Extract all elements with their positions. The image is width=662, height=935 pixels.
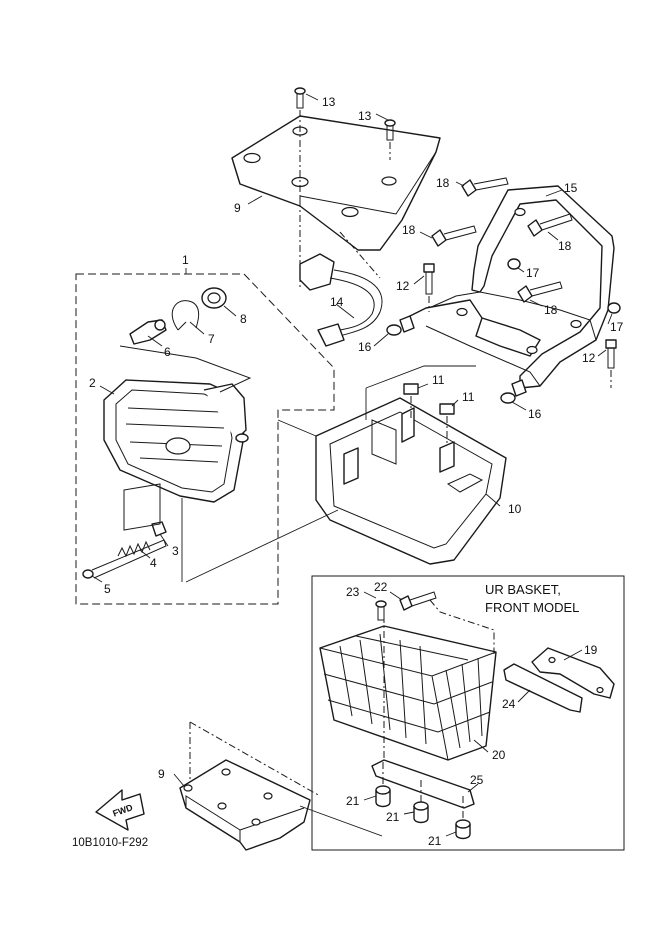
drawing-code: 10B1010-F292 bbox=[72, 837, 148, 849]
wire-basket bbox=[319, 625, 497, 761]
callout-3: 3 bbox=[172, 544, 179, 558]
callout-20: 20 bbox=[492, 748, 506, 762]
callout-11-right: 11 bbox=[462, 390, 475, 404]
callout-13-right: 13 bbox=[358, 109, 372, 123]
bulb-socket bbox=[201, 287, 227, 309]
clip-11-left bbox=[403, 383, 419, 395]
headlight-assembly-box bbox=[75, 273, 335, 605]
callout-leaders bbox=[91, 93, 613, 837]
callout-7: 7 bbox=[208, 332, 215, 346]
callout-14: 14 bbox=[330, 295, 344, 309]
callout-23: 23 bbox=[346, 585, 360, 599]
damper-21-a bbox=[375, 785, 391, 808]
basket-inset-box bbox=[311, 575, 625, 851]
callout-2: 2 bbox=[89, 376, 96, 390]
callout-17-lower: 17 bbox=[610, 320, 624, 334]
bulb bbox=[129, 319, 167, 345]
carrier-bracket bbox=[399, 185, 615, 397]
callout-18-right: 18 bbox=[558, 239, 572, 253]
callout-18-lower: 18 bbox=[544, 303, 558, 317]
callout-numbers: 1 2 3 4 5 6 7 8 9 10 11 11 12 12 13 13 1… bbox=[89, 95, 624, 848]
callout-13-left: 13 bbox=[322, 95, 336, 109]
bracket-19 bbox=[531, 647, 615, 699]
callout-12-right: 12 bbox=[582, 351, 596, 365]
callout-1: 1 bbox=[182, 253, 189, 267]
inset-title-line-2: FRONT MODEL bbox=[485, 600, 579, 615]
bolt-18-mid bbox=[431, 225, 477, 247]
bracket-24 bbox=[503, 663, 583, 713]
callout-4: 4 bbox=[150, 556, 157, 570]
fwd-arrow-icon: FWD bbox=[95, 789, 145, 831]
damper-21-c bbox=[455, 819, 471, 840]
clip-11-right bbox=[439, 403, 455, 415]
callout-21-c: 21 bbox=[428, 834, 442, 848]
headlight-housing-box bbox=[315, 397, 507, 565]
nut-17-upper bbox=[507, 258, 521, 270]
spring-clip bbox=[171, 300, 200, 331]
adjuster-spring bbox=[117, 540, 151, 558]
bolt-12-right bbox=[605, 339, 617, 369]
bolt-18-right bbox=[527, 213, 573, 237]
callout-24: 24 bbox=[502, 697, 516, 711]
plate-25 bbox=[371, 759, 475, 809]
screw-22 bbox=[399, 591, 437, 611]
screw-13-right bbox=[384, 119, 396, 141]
callout-25: 25 bbox=[470, 773, 484, 787]
callout-22: 22 bbox=[374, 580, 388, 594]
adjuster-nut bbox=[151, 521, 167, 537]
callout-9-lower: 9 bbox=[158, 767, 165, 781]
callout-16-left: 16 bbox=[358, 340, 372, 354]
inset-title-line-1: UR BASKET, bbox=[485, 582, 561, 597]
screw-13-left bbox=[294, 87, 306, 109]
callout-8: 8 bbox=[240, 312, 247, 326]
callout-21-a: 21 bbox=[346, 794, 360, 808]
callout-19: 19 bbox=[584, 643, 598, 657]
callout-17-upper: 17 bbox=[526, 266, 540, 280]
damper-21-b bbox=[413, 801, 429, 824]
callout-5: 5 bbox=[104, 582, 111, 596]
headlight-unit bbox=[103, 379, 249, 503]
lower-cover bbox=[179, 759, 311, 851]
wire-harness bbox=[299, 253, 383, 347]
bolt-18-top bbox=[461, 177, 509, 197]
bolt-12-left bbox=[423, 263, 435, 295]
callout-12-left: 12 bbox=[396, 279, 410, 293]
callout-21-b: 21 bbox=[386, 810, 400, 824]
callout-11-left: 11 bbox=[432, 373, 445, 387]
nut-17-lower bbox=[607, 302, 621, 314]
cap-16-left bbox=[386, 324, 402, 336]
callout-18-mid: 18 bbox=[402, 223, 416, 237]
screw-23 bbox=[375, 600, 387, 621]
callout-6: 6 bbox=[164, 345, 171, 359]
adjuster-screw bbox=[82, 539, 167, 579]
callout-18-top: 18 bbox=[436, 176, 450, 190]
callout-16-right: 16 bbox=[528, 407, 542, 421]
callout-15: 15 bbox=[564, 181, 578, 195]
cap-16-right bbox=[500, 392, 516, 404]
bolt-18-lower bbox=[517, 281, 563, 303]
callout-10: 10 bbox=[508, 502, 522, 516]
callout-9-upper: 9 bbox=[234, 201, 241, 215]
